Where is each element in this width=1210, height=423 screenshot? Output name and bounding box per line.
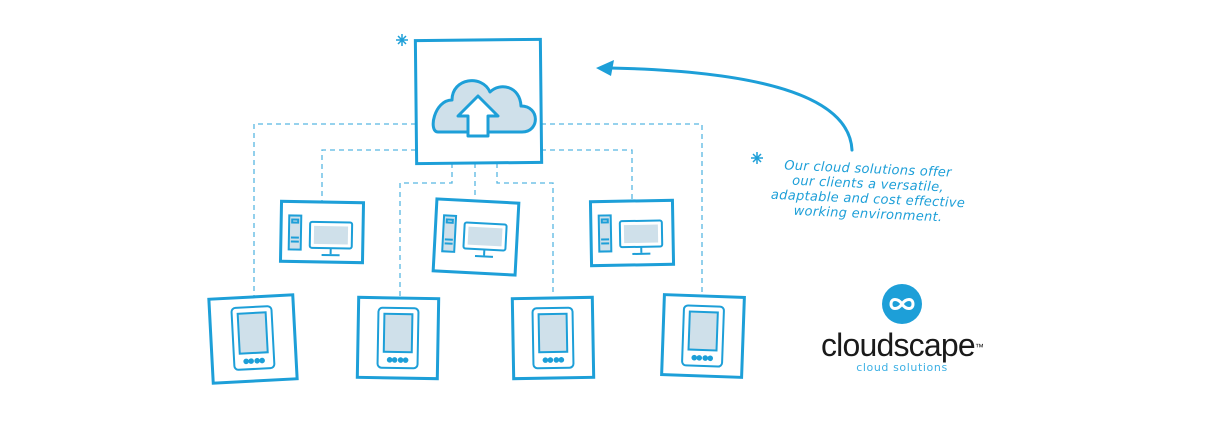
- cloud-upload-icon: [431, 79, 537, 138]
- tablet-device-icon: [681, 304, 725, 368]
- arrow-icon: [596, 60, 854, 152]
- caption-text: Our cloud solutions offer our clients a …: [748, 158, 988, 225]
- desktop-computer-icon: [597, 214, 664, 255]
- asterisk-icon: [751, 152, 763, 164]
- tablet-box-4: [660, 293, 746, 379]
- trademark-symbol: ™: [974, 342, 984, 352]
- desktop-computer-left: [278, 199, 366, 265]
- cloud-server-box: [413, 37, 544, 166]
- logo-wordmark: cloudscape™: [806, 328, 998, 362]
- desktop-computer-icon: [441, 214, 508, 258]
- logo-name-text: cloudscape: [820, 327, 976, 363]
- connector-lines: [253, 123, 703, 298]
- tablet-box-3: [510, 295, 596, 381]
- tablet-device-icon: [230, 305, 276, 371]
- desktop-computer-right: [588, 198, 676, 268]
- tablet-device-icon: [531, 306, 575, 370]
- desktop-computer-icon: [287, 214, 354, 257]
- infinity-cloud-icon: [882, 284, 922, 324]
- tablet-device-icon: [376, 306, 420, 370]
- cloudscape-logo: cloudscape™ cloud solutions: [806, 284, 998, 374]
- asterisk-icon: [396, 34, 408, 46]
- logo-tagline: cloud solutions: [856, 361, 948, 374]
- tablet-box-2: [355, 295, 441, 381]
- desktop-computer-center: [431, 197, 521, 277]
- tablet-box-1: [207, 293, 299, 385]
